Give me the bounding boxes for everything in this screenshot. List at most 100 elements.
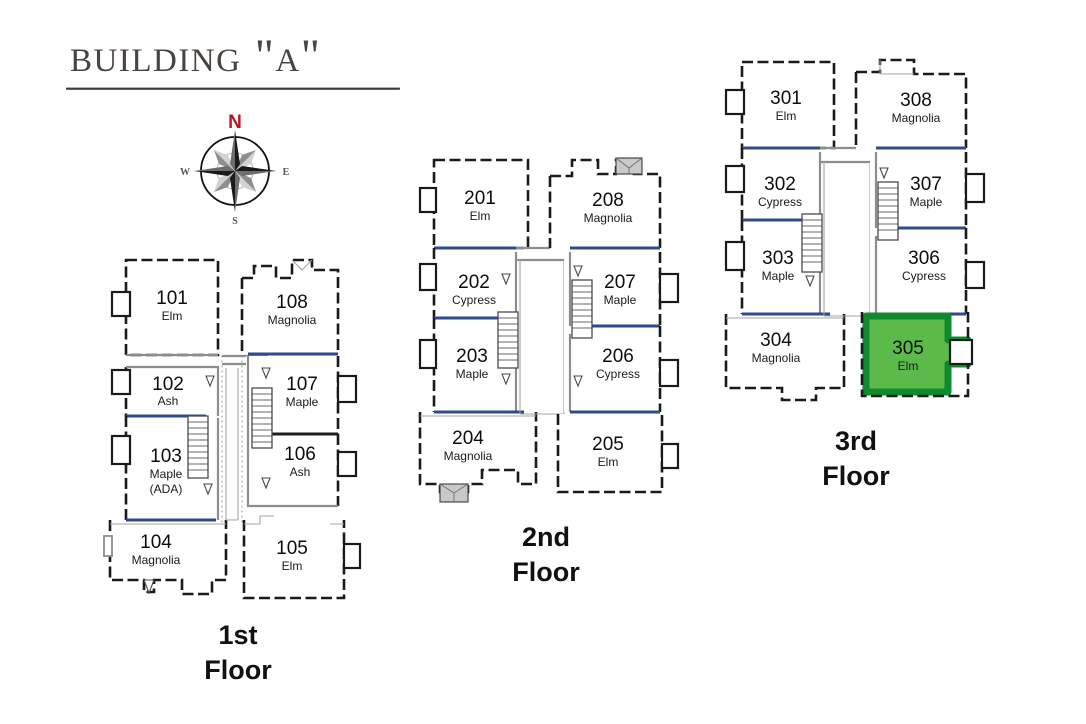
unit-205[interactable]: 205 Elm xyxy=(556,414,680,494)
unit-105[interactable]: 105 Elm xyxy=(242,515,362,600)
bay-window-201 xyxy=(418,186,438,214)
unit-305-highlight-fill xyxy=(866,316,968,392)
floor2-left-wing: 201 Elm 202 Cypress xyxy=(418,158,538,503)
unit-101-name: Elm xyxy=(162,309,183,323)
unit-101[interactable]: 101 Elm xyxy=(110,258,220,357)
unit-303-number: 303 xyxy=(762,248,794,269)
floor-2-caption: 2nd Floor xyxy=(512,522,580,587)
floor-plan-2nd: 201 Elm 202 Cypress xyxy=(412,148,690,508)
unit-103[interactable]: 103 Maple (ADA) xyxy=(110,416,220,522)
unit-204-name: Magnolia xyxy=(444,449,493,463)
unit-108-name: Magnolia xyxy=(268,313,317,327)
unit-305-name: Elm xyxy=(898,359,919,373)
unit-207[interactable]: 207 Maple xyxy=(568,252,680,328)
unit-208-name: Magnolia xyxy=(584,211,633,225)
floor-1-svg: 101 Elm 102 Ash xyxy=(103,258,362,600)
floor-3-caption: 3rd Floor xyxy=(822,426,890,491)
unit-208[interactable]: 208 Magnolia xyxy=(548,157,662,250)
stairwell-left-floor1 xyxy=(187,415,209,479)
unit-303[interactable]: 303 Maple xyxy=(724,220,830,316)
compass-east-label: E xyxy=(283,167,290,178)
unit-305[interactable]: 305 Elm xyxy=(860,312,974,398)
bay-window-207 xyxy=(658,272,680,304)
floor1-right-wing: 108 Magnolia 107 Maple xyxy=(240,258,362,600)
unit-304-number: 304 xyxy=(760,330,792,351)
unit-301-number: 301 xyxy=(770,88,802,109)
compass-north-label: N xyxy=(228,112,242,133)
unit-107[interactable]: 107 Maple xyxy=(246,356,358,436)
title-divider xyxy=(66,87,400,91)
unit-104[interactable]: 104 Magnolia xyxy=(103,520,228,596)
unit-205-name: Elm xyxy=(598,455,619,469)
unit-307-name: Maple xyxy=(910,195,943,209)
unit-202-name: Cypress xyxy=(452,293,496,307)
unit-307[interactable]: 307 Maple xyxy=(874,152,986,230)
unit-306-number: 306 xyxy=(908,248,940,269)
bay-window-303 xyxy=(724,240,746,272)
unit-202[interactable]: 202 Cypress xyxy=(418,248,518,320)
unit-203-number: 203 xyxy=(456,346,488,367)
unit-301-name: Elm xyxy=(776,109,797,123)
unit-302-number: 302 xyxy=(764,174,796,195)
unit-206-name: Cypress xyxy=(596,367,640,381)
bay-window-302 xyxy=(724,164,746,194)
unit-206[interactable]: 206 Cypress xyxy=(568,326,680,414)
unit-201-name: Elm xyxy=(470,209,491,223)
bay-window-306 xyxy=(964,260,986,290)
bay-window-205 xyxy=(660,442,680,470)
compass-rose: N S E W xyxy=(180,112,290,226)
bay-window-104 xyxy=(103,535,113,557)
bay-window-106 xyxy=(336,450,358,478)
floor-plan-3rd: 301 Elm 302 Cypress xyxy=(716,48,994,428)
floor-1-caption: 1st Floor xyxy=(204,620,272,685)
unit-308[interactable]: 308 Magnolia xyxy=(854,58,968,150)
unit-103-note: (ADA) xyxy=(150,482,183,496)
unit-302-name: Cypress xyxy=(758,195,802,209)
unit-208-number: 208 xyxy=(592,190,624,211)
balcony-208 xyxy=(615,157,643,175)
unit-304[interactable]: 304 Magnolia xyxy=(724,314,846,402)
unit-102-number: 102 xyxy=(152,374,184,395)
unit-203[interactable]: 203 Maple xyxy=(418,318,524,414)
unit-205-number: 205 xyxy=(592,434,624,455)
door-207 xyxy=(573,265,583,278)
unit-204-number: 204 xyxy=(452,428,484,449)
bay-window-107 xyxy=(336,374,358,404)
unit-308-number: 308 xyxy=(900,90,932,111)
door-103 xyxy=(203,483,213,496)
unit-108-number: 108 xyxy=(276,292,308,313)
floor3-left-wing: 301 Elm 302 Cypress xyxy=(724,60,846,402)
unit-201[interactable]: 201 Elm xyxy=(418,158,530,250)
unit-106-number: 106 xyxy=(284,444,316,465)
unit-204[interactable]: 204 Magnolia xyxy=(418,412,538,503)
bay-window-206 xyxy=(658,358,680,388)
unit-104-number: 104 xyxy=(140,532,172,553)
unit-105-number: 105 xyxy=(276,538,308,559)
title-block: Building "A" xyxy=(66,31,406,91)
unit-307-number: 307 xyxy=(910,174,942,195)
unit-306-name: Cypress xyxy=(902,269,946,283)
bay-window-102 xyxy=(110,368,132,396)
balcony-204 xyxy=(439,483,469,503)
bay-window-203 xyxy=(418,338,438,370)
door-106 xyxy=(261,477,271,490)
door-303 xyxy=(805,275,815,288)
unit-203-name: Maple xyxy=(456,367,489,381)
compass-south-label: S xyxy=(232,216,238,226)
unit-103-name: Maple xyxy=(150,467,183,481)
door-102 xyxy=(205,375,215,388)
unit-308-name: Magnolia xyxy=(892,111,941,125)
bay-window-305 xyxy=(948,338,974,366)
door-203 xyxy=(501,373,511,386)
unit-304-name: Magnolia xyxy=(752,351,801,365)
compass-west-label: W xyxy=(180,167,190,178)
bay-window-101 xyxy=(110,290,132,318)
unit-107-number: 107 xyxy=(286,374,318,395)
unit-106[interactable]: 106 Ash xyxy=(246,434,358,508)
unit-302[interactable]: 302 Cypress xyxy=(724,148,822,222)
floor1-left-wing: 101 Elm 102 Ash xyxy=(103,258,228,596)
unit-108[interactable]: 108 Magnolia xyxy=(240,258,340,356)
unit-202-number: 202 xyxy=(458,272,490,293)
door-206 xyxy=(573,375,583,388)
unit-105-name: Elm xyxy=(282,559,303,573)
